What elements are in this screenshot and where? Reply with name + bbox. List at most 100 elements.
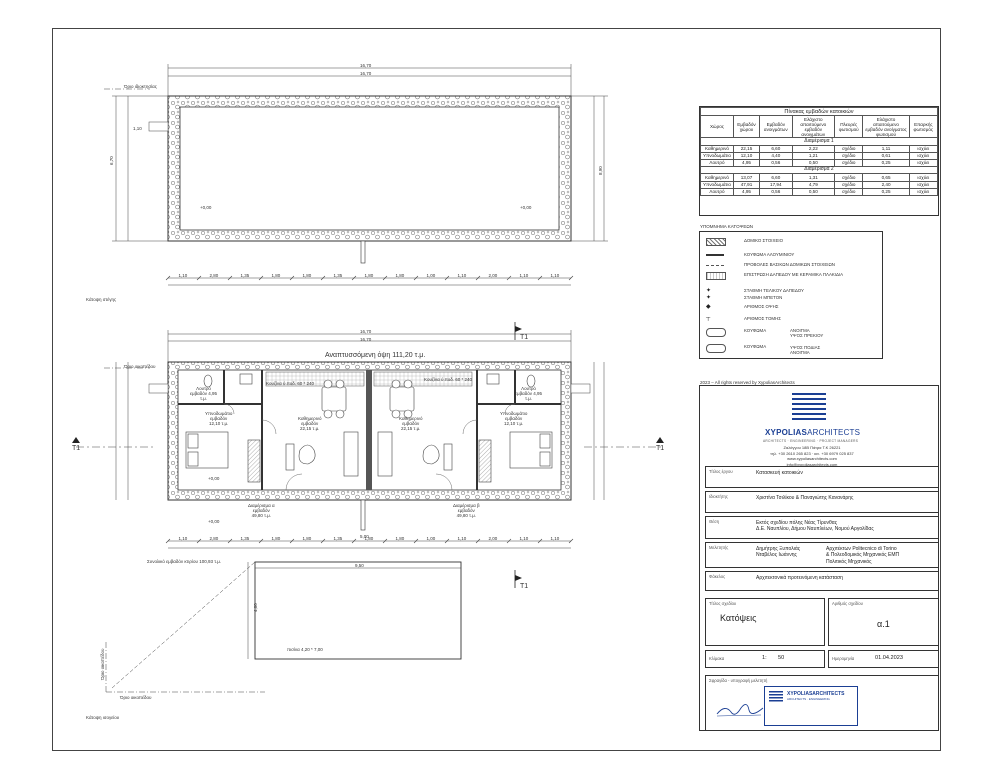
title-field-label: Φάκελος — [709, 574, 726, 579]
dimension-label: 1,35 — [333, 273, 343, 278]
scale-value: 50 — [778, 655, 785, 661]
table-cell: Καθημερινό — [700, 173, 734, 182]
dimension-label: 1,10 — [457, 273, 467, 278]
legend-item: ΕΠΙΣΤΡΩΣΗ ΔΑΠΕΔΟΥ ΜΕ ΚΕΡΑΜΙΚΑ ΠΛΑΚΙΔΙΑ — [700, 272, 882, 286]
dimension-label: 1,35 — [240, 536, 250, 541]
table-cell: 2,22 — [791, 144, 836, 153]
firm-address-line: www.xypoliasarchitects.com — [787, 456, 837, 461]
dimension-label: 1,10 — [550, 536, 560, 541]
drawing-sheet — [52, 28, 941, 751]
dimension-label: 1,80 — [271, 273, 281, 278]
signature-box: Σφραγίδα - υπογραφή μελετητή — [705, 675, 939, 731]
floor-dim-mid: 5,00 — [360, 534, 369, 539]
scale-box: Κλίμακα 1: 50 — [705, 650, 825, 668]
area-table-section-row: Διαμέρισμα 1 — [700, 137, 938, 146]
title-field-value: Εκτός σχεδίου πόλης Νέας Τίρυνθας Δ.Ε. Ν… — [756, 520, 874, 533]
dimension-label: 1,00 — [426, 536, 436, 541]
table-cell: ισχύει — [908, 187, 939, 196]
table-cell: Υπνοδωμάτιο — [700, 151, 734, 160]
area-table-header-cell: Ελάχιστο απαιτούμενο εμβαδόν ανοιγμάτων — [791, 115, 836, 139]
site-owner-boundary: Όριο ιδιοκτησίας — [124, 84, 157, 89]
table-cell: 1,21 — [791, 151, 836, 160]
plot-boundary-a: Όριο οικοπέδου — [124, 364, 156, 369]
title-field-value: Δημήτρης Ξυπολιάς Νταβέλος Ιωάννης — [756, 546, 801, 559]
dimension-tick — [351, 275, 357, 281]
drawing-title: Κατόψεις — [720, 613, 757, 623]
table-cell: 4,40 — [759, 151, 793, 160]
site-dim-top-1: 16,70 — [360, 63, 372, 68]
site-label-bottom: Κάτοψη στέγης — [86, 297, 117, 302]
kitchen-label-a: Κουζίνα ύ.ποδ. 60 * 240 — [266, 381, 315, 386]
title-field: Φάκελος Αρχιτεκτονικά προτεινόμενη κατάστ… — [705, 571, 939, 591]
scale-ratio: 1: — [762, 655, 767, 661]
dimension-tick — [382, 275, 388, 281]
dimension-tick — [506, 538, 512, 544]
total-area-label: Αναπτυσσόμενη όψη 111,20 τ.μ. — [325, 352, 426, 359]
firm-stamp: XYPOLIASARCHITECTS ARCHITECTS · ENGINEER… — [764, 686, 858, 726]
table-cell: 0,56 — [759, 158, 793, 167]
dimension-label: 1,10 — [519, 273, 529, 278]
table-cell: ισχύει — [908, 144, 939, 153]
dimension-tick — [537, 538, 543, 544]
legend-window2-icon — [706, 344, 726, 353]
legend-thick-line-icon — [706, 254, 724, 256]
legend-item: ┬ΑΡΙΘΜΟΣ ΤΟΜΗΣ — [700, 315, 882, 330]
kitchen-label-b: Κουζίνα ύ.ποδ. 60 * 240 — [424, 377, 473, 382]
site-left-dim-1: 1,10 — [133, 126, 142, 131]
table-cell: 47,91 — [732, 180, 761, 189]
signature — [716, 704, 764, 717]
site-dim-top-2: 16,70 — [360, 71, 372, 76]
table-cell: 0,61 — [862, 151, 910, 160]
dimension-label: 1,00 — [426, 273, 436, 278]
dimension-label: 2,80 — [209, 273, 219, 278]
dimension-tick — [475, 275, 481, 281]
title-field-label: Ιδιοκτήτης — [709, 494, 728, 499]
plot-boundary-b: Όριο οικοπέδου — [120, 695, 152, 700]
legend-extra: ΑΝΟΙΓΜΑ — [790, 350, 810, 355]
drawing-number: α.1 — [877, 619, 890, 629]
dimension-tick — [227, 538, 233, 544]
legend-hatch-icon — [706, 238, 726, 246]
floor-dim-top-2: 16,70 — [360, 337, 372, 342]
dimension-tick — [289, 538, 295, 544]
table-cell: 12,10 — [732, 151, 761, 160]
table-cell: ισχύει — [908, 173, 939, 182]
table-cell: 6,60 — [759, 173, 793, 182]
table-cell: σχέδιο — [834, 180, 864, 189]
dimension-tick — [506, 275, 512, 281]
legend-tiles-icon — [706, 272, 726, 280]
table-cell: 17,94 — [759, 180, 793, 189]
pool-dim-left: 4,00 — [253, 603, 258, 612]
title-field-label: Θέση — [709, 519, 720, 524]
area-table-header-cell: Χώρος — [700, 115, 734, 139]
floor-dim-top-1: 16,70 — [360, 329, 372, 334]
table-cell: σχέδιο — [834, 144, 864, 153]
title-field-value: Αρχιτεκτονικά προτεινόμενη κατάσταση — [756, 575, 843, 581]
copyright: 2023 – All rights reserved by XypoliasAr… — [700, 380, 795, 385]
section-marker-top: T1 — [520, 334, 529, 341]
dimension-tick — [475, 538, 481, 544]
table-cell: 4,95 — [732, 187, 761, 196]
total-built-label: Συνολικό εμβαδόν κτιρίου 100,93 τ.μ. — [147, 559, 222, 564]
table-cell: Καθημερινό — [700, 144, 734, 153]
dimension-label: 2,80 — [209, 536, 219, 541]
dimension-tick — [444, 275, 450, 281]
table-cell: σχέδιο — [834, 151, 864, 160]
area-table-header-cell: Εμβαδόν ανοιγμάτων — [759, 115, 793, 139]
dimension-label: 1,80 — [271, 536, 281, 541]
legend-label: ΕΠΙΣΤΡΩΣΗ ΔΑΠΕΔΟΥ ΜΕ ΚΕΡΑΜΙΚΑ ΠΛΑΚΙΔΙΑ — [744, 272, 844, 277]
table-cell: Λουτρό — [700, 187, 734, 196]
table-cell: ισχύει — [908, 180, 939, 189]
